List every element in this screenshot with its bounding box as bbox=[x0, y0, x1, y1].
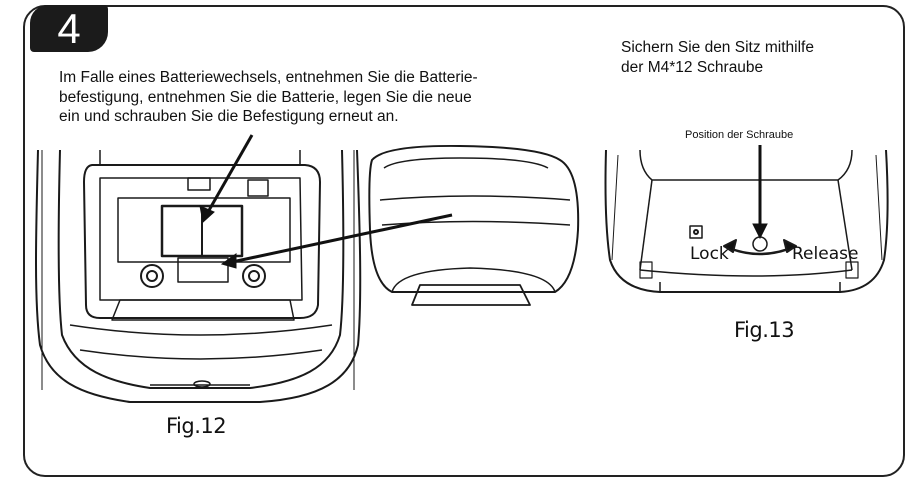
car-battery-compartment-illustration bbox=[35, 149, 362, 403]
seat-lock-detail-illustration bbox=[604, 149, 889, 293]
screw-position-arrow bbox=[752, 145, 768, 240]
instruction-arrows bbox=[199, 134, 453, 269]
fig13-caption: Fig.13 bbox=[734, 318, 795, 342]
seat-instruction-text: Sichern Sie den Sitz mithilfe der M4*12 … bbox=[621, 39, 814, 76]
release-label: Release bbox=[792, 244, 859, 264]
instruction-frame bbox=[23, 5, 905, 477]
step-number-badge: 4 bbox=[30, 5, 108, 52]
battery-instruction-text: Im Falle eines Batteriewechsels, entnehm… bbox=[59, 69, 478, 125]
screw-position-label: Position der Schraube bbox=[685, 129, 794, 141]
fig12-caption: Fig.12 bbox=[166, 414, 227, 438]
lock-label: Lock bbox=[690, 244, 729, 264]
seat-illustration bbox=[368, 144, 580, 306]
